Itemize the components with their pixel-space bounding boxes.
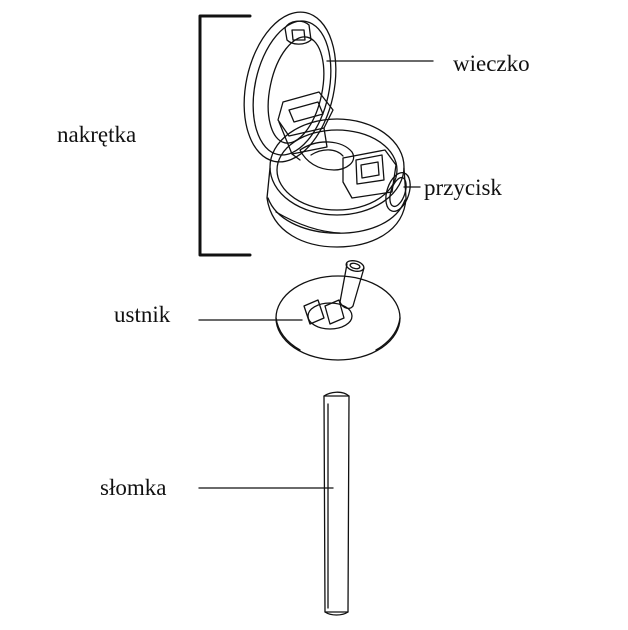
push-button-part [385, 172, 411, 212]
leader-lines [198, 60, 434, 489]
label-lid: wieczko [453, 51, 530, 76]
label-cap: nakrętka [57, 122, 137, 147]
cap-base [266, 118, 407, 248]
straw-part [323, 391, 350, 616]
cap-bracket [198, 14, 252, 257]
label-straw: słomka [100, 475, 167, 500]
label-mouthpiece: ustnik [114, 302, 171, 327]
lid-part [243, 11, 337, 163]
mouthpiece-part [275, 260, 401, 361]
label-button: przycisk [424, 175, 502, 200]
